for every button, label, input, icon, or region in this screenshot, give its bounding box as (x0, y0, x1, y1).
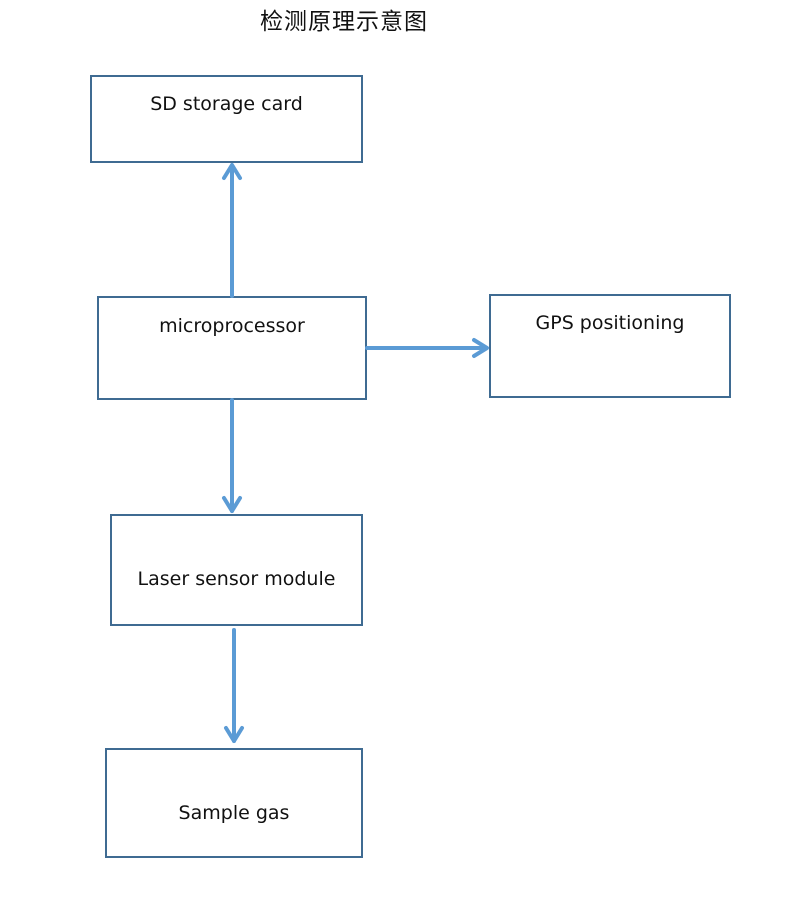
sample-gas-label: Sample gas (178, 802, 290, 824)
gps-positioning-label: GPS positioning (535, 312, 685, 334)
sd-storage-card-box: SD storage card (90, 75, 363, 163)
arrow-microprocessor-to-gps (365, 338, 489, 358)
laser-sensor-module-label: Laser sensor module (137, 568, 336, 590)
sample-gas-box: Sample gas (105, 748, 363, 858)
arrow-microprocessor-to-laser (222, 398, 242, 513)
gps-positioning-box: GPS positioning (489, 294, 731, 398)
sd-storage-card-label: SD storage card (150, 93, 303, 115)
arrow-microprocessor-to-sd (222, 163, 242, 298)
diagram-title: 检测原理示意图 (260, 9, 428, 35)
microprocessor-label: microprocessor (159, 315, 305, 337)
arrow-laser-to-sample (224, 628, 244, 743)
laser-sensor-module-box: Laser sensor module (110, 514, 363, 626)
